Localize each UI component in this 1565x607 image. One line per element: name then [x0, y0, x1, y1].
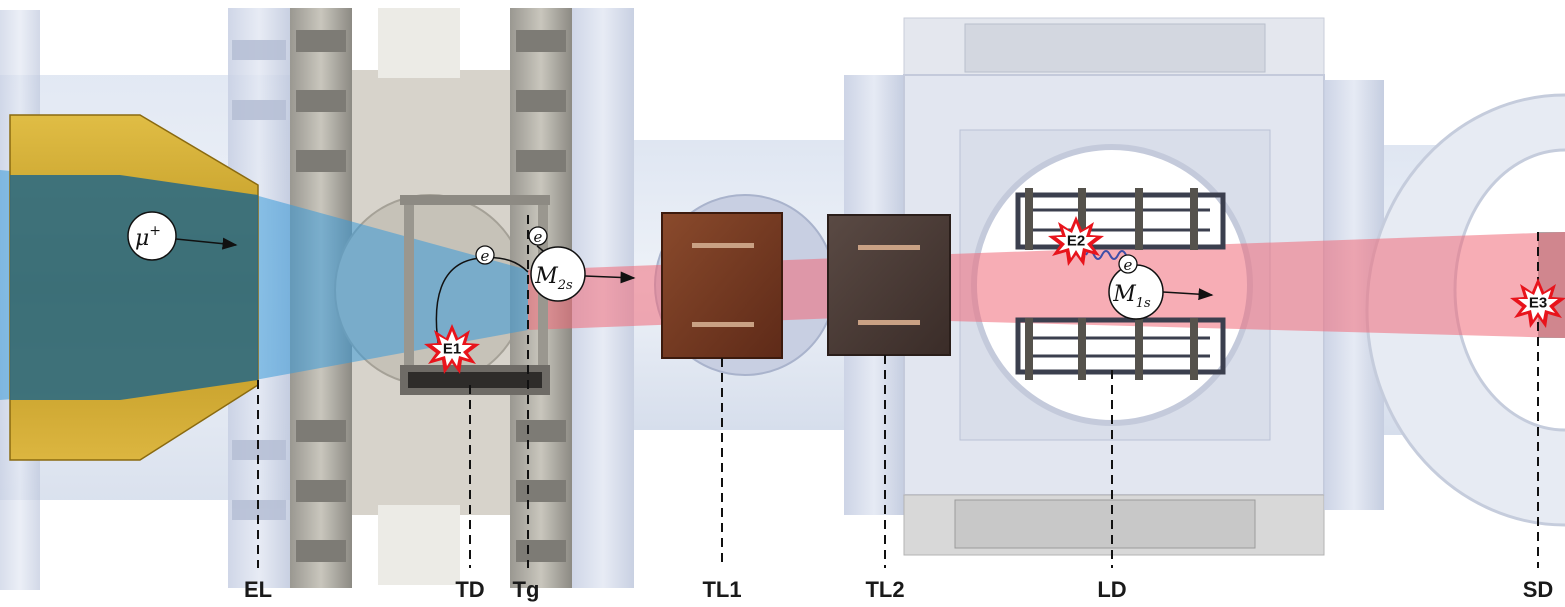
electron-td: e — [475, 245, 495, 265]
label-tl2: TL2 — [865, 577, 904, 602]
leader-lines — [257, 215, 1539, 568]
svg-text:e: e — [481, 247, 490, 265]
svg-text:E1: E1 — [443, 341, 461, 358]
label-el: EL — [244, 577, 272, 602]
muonium-2s-particle: M2s — [530, 246, 636, 302]
svg-text:E2: E2 — [1067, 233, 1085, 250]
electron-path-td — [435, 256, 529, 356]
label-tg: Tg — [513, 577, 540, 602]
electron-tg: e — [528, 226, 548, 246]
muonium-1s-particle: M1s — [1108, 264, 1214, 320]
transport-lens-tl2 — [827, 214, 951, 356]
svg-text:M2s: M2s — [534, 264, 573, 293]
label-sd: SD — [1523, 577, 1554, 602]
muon-particle: μ+ — [127, 211, 238, 261]
laser-detector-assembly — [1015, 188, 1226, 380]
svg-text:M1s: M1s — [1112, 282, 1151, 311]
event-burst-e2: E2 — [1048, 216, 1104, 266]
svg-text:e: e — [534, 228, 543, 246]
label-td: TD — [455, 577, 484, 602]
svg-text:e: e — [1124, 256, 1133, 274]
svg-text:μ+: μ+ — [135, 223, 161, 251]
svg-text:E3: E3 — [1529, 295, 1547, 312]
electrostatic-lens — [9, 114, 259, 461]
muonium-beam — [528, 232, 1565, 338]
label-tl1: TL1 — [702, 577, 741, 602]
transport-lens-tl1 — [661, 212, 783, 359]
event-burst-e1: E1 — [424, 324, 480, 374]
label-ld: LD — [1097, 577, 1126, 602]
electron-ld: e — [1118, 254, 1138, 274]
event-burst-e3: E3 — [1510, 278, 1565, 328]
